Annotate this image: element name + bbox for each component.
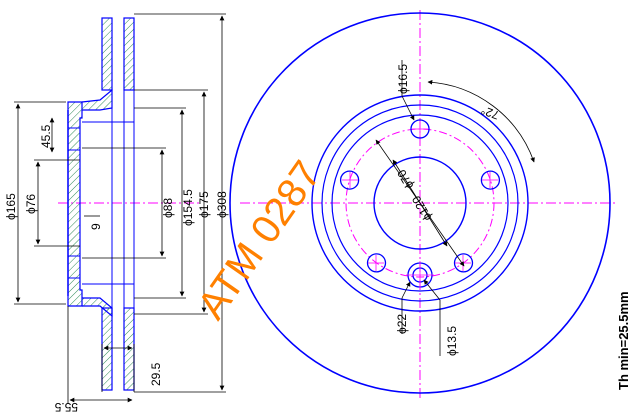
stud-hole-bottom	[67, 255, 81, 279]
stud-hole-top	[67, 127, 81, 151]
label-d45-5: 45.5	[39, 124, 53, 148]
label-d13-5: ϕ13.5	[445, 326, 459, 356]
label-d154-5: ϕ154.5	[181, 189, 195, 226]
dim-line-d120	[375, 139, 465, 267]
bolt-hole	[480, 170, 501, 190]
inner-plate-bottom	[123, 307, 135, 391]
friction-inner-circle-1	[311, 94, 529, 312]
bolt-hole	[339, 170, 360, 190]
outer-plate-bottom	[101, 307, 113, 391]
outer-plate-top	[101, 17, 113, 91]
angle-arc-72	[427, 79, 535, 163]
label-d29-5: 29.5	[149, 362, 163, 386]
label-d22: ϕ22	[395, 314, 409, 334]
hat-neck-top	[81, 88, 113, 111]
hat-neck-bottom	[82, 297, 113, 318]
leader-d13-5	[423, 279, 441, 301]
friction-inner-circle-2	[321, 104, 519, 302]
hat-circle	[331, 114, 509, 292]
label-d88: ϕ88	[161, 198, 175, 218]
label-d76: ϕ76	[24, 194, 38, 214]
watermark-text: ATM 0287	[189, 153, 329, 327]
label-d175: ϕ175	[197, 191, 211, 218]
min-thickness-note: Th min=25.5mm	[616, 291, 631, 390]
label-d308: ϕ308	[215, 191, 229, 218]
side-section-view: ϕ165 ϕ76 45.5 9 ϕ88 ϕ154.5 ϕ175 ϕ308	[4, 13, 229, 414]
leader-d16-5	[401, 95, 415, 121]
label-d9: 9	[89, 223, 103, 230]
inner-plate-top	[123, 17, 135, 91]
leader-d22	[401, 281, 411, 299]
label-d16-5: ϕ16.5	[396, 64, 410, 94]
outer-disc-circle	[229, 12, 611, 394]
label-d120: ϕ120	[409, 193, 435, 223]
front-view: ϕ16.5 72° ϕ70 ϕ120 ϕ22 ϕ13.5	[229, 10, 616, 400]
label-d165: ϕ165	[4, 193, 18, 220]
label-angle72: 72°	[479, 103, 501, 122]
label-d55-5: 55.5	[54, 400, 78, 414]
